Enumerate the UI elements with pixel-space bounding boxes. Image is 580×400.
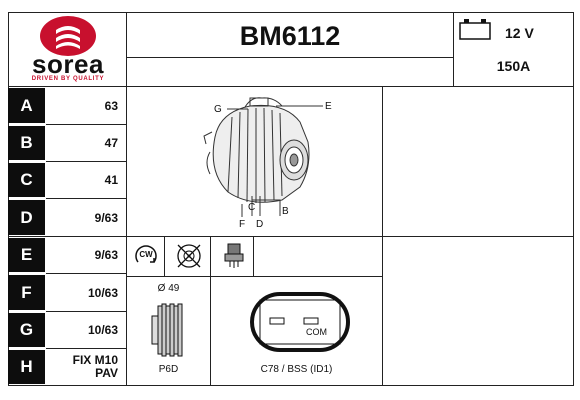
row-key-f: F [8,275,45,310]
row-key-d: D [8,200,45,235]
regulator-plug-icon [223,242,245,270]
row-value-a: 63 [104,98,118,113]
battery-icon [459,18,493,40]
row-key-b: B [8,126,45,160]
diagram-label-g: G [214,104,222,115]
diagram-label-b: B [282,206,289,217]
row-value-g: 10/63 [87,323,118,337]
pulley-icon [150,302,186,358]
rotation-label: CW [139,250,153,259]
amperage-value: 150A [496,58,531,74]
no-fan-icon [175,242,203,270]
row-value-d: 9/63 [94,210,118,225]
diagram-label-d: D [256,219,264,230]
brand-logo: sorea DRIVEN BY QUALITY [12,14,124,84]
row-value-e: 9/63 [94,248,118,262]
brand-name: sorea [32,49,104,79]
pulley-type: P6D [158,364,179,375]
diagram-label-c: C [248,202,256,213]
sorea-logo-icon [40,16,96,56]
alternator-diagram: G E C B F D [190,92,340,232]
connector-code: C78 / BSS (ID1) [260,364,333,375]
row-key-e: E [8,238,45,272]
row-value-h: FIX M10 PAV [72,353,118,380]
connector-com-label: COM [306,327,327,337]
rotation-cw-icon: CW [133,243,159,269]
row-value-f: 10/63 [87,285,118,300]
diagram-label-f: F [239,219,246,230]
pulley-diameter: Ø 49 [157,283,180,294]
row-key-g: G [8,313,45,347]
brand-tagline: DRIVEN BY QUALITY [31,76,105,82]
connector-diagram: COM [250,292,350,352]
row-key-c: C [8,163,45,197]
part-number: BM6112 [239,21,341,51]
row-key-a: A [8,88,45,123]
voltage-value: 12 V [505,25,534,41]
row-value-c: 41 [104,173,118,187]
row-key-h: H [8,350,45,384]
diagram-label-e: E [325,101,332,112]
row-value-b: 47 [104,136,118,150]
